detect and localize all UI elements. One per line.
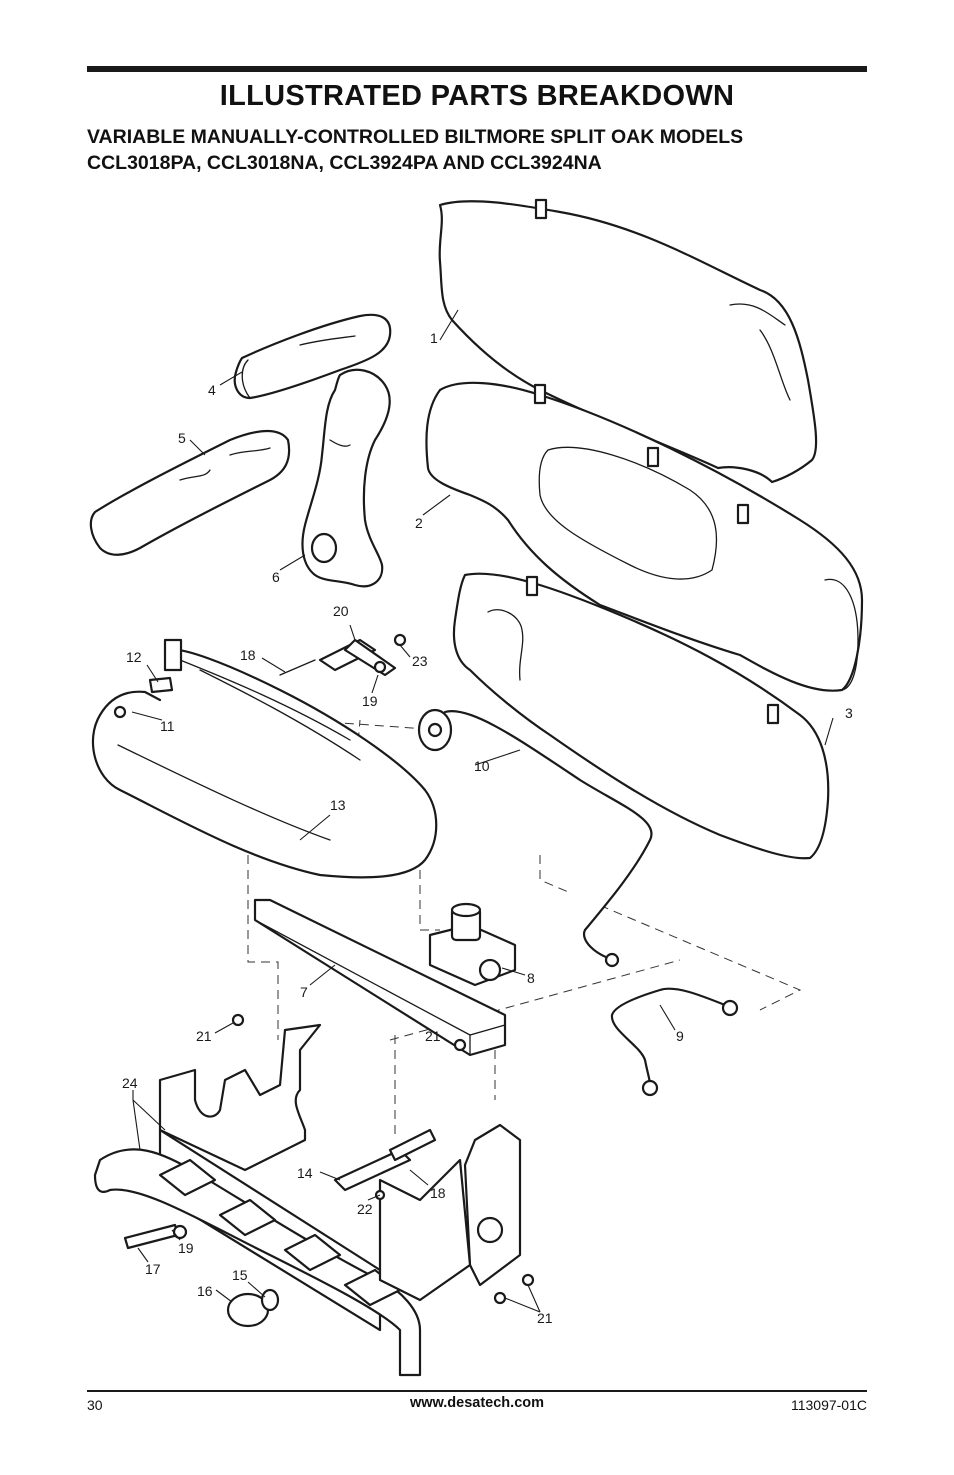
callout-1: 1 — [430, 330, 438, 346]
callout-4: 4 — [208, 382, 216, 398]
callout-2: 2 — [415, 515, 423, 531]
pilot-tube — [610, 987, 739, 1097]
callout-22: 22 — [357, 1201, 373, 1217]
callout-23: 23 — [412, 653, 428, 669]
callout-10: 10 — [474, 758, 490, 774]
pilot-assembly — [279, 633, 407, 677]
model-subtitle: VARIABLE MANUALLY-CONTROLLED BILTMORE SP… — [87, 124, 867, 176]
callout-18-top: 18 — [240, 647, 256, 663]
document-number: 113097-01C — [790, 1397, 867, 1413]
burner-pan — [253, 898, 507, 1057]
small-top-log — [233, 313, 392, 400]
callout-21-middle: 21 — [425, 1028, 441, 1044]
subtitle-line-1: VARIABLE MANUALLY-CONTROLLED BILTMORE SP… — [87, 126, 744, 148]
thermocouple-assembly — [123, 1128, 437, 1250]
left-log — [89, 430, 291, 556]
callout-11: 11 — [160, 718, 175, 734]
callout-16: 16 — [197, 1283, 213, 1299]
callout-15: 15 — [232, 1267, 248, 1283]
callout-9: 9 — [676, 1028, 684, 1044]
burner-tube — [91, 638, 438, 879]
callout-17: 17 — [145, 1261, 161, 1277]
callout-6: 6 — [272, 569, 280, 585]
callout-8: 8 — [527, 970, 535, 986]
gas-supply-tube — [417, 708, 653, 968]
callout-18-bottom: 18 — [430, 1185, 446, 1201]
callout-21-right: 21 — [537, 1310, 553, 1326]
left-support-bracket — [158, 1023, 322, 1172]
control-knob-assembly — [226, 1288, 280, 1328]
callout-14: 14 — [297, 1165, 313, 1181]
callout-13: 13 — [330, 797, 346, 813]
callout-3: 3 — [845, 705, 853, 721]
branch-log — [301, 368, 391, 588]
callout-20: 20 — [333, 603, 349, 619]
page-title: ILLUSTRATED PARTS BREAKDOWN — [219, 80, 735, 112]
callout-labels: 1 2 3 4 5 6 7 8 9 10 11 12 13 14 15 16 1… — [122, 330, 853, 1326]
callout-21-left: 21 — [196, 1028, 212, 1044]
callout-leaders — [131, 309, 834, 1313]
page-number: 30 — [87, 1397, 103, 1413]
callout-19-bottom: 19 — [178, 1240, 194, 1256]
log-grate — [93, 1128, 422, 1377]
subtitle-line-2: CCL3018PA, CCL3018NA, CCL3924PA AND CCL3… — [87, 152, 602, 174]
website-link[interactable]: www.desatech.com — [409, 1395, 545, 1411]
callout-19-top: 19 — [362, 693, 378, 709]
header-rule — [87, 66, 867, 72]
callout-5: 5 — [178, 430, 186, 446]
gas-regulator-valve — [428, 902, 517, 987]
callout-12: 12 — [126, 649, 142, 665]
right-support-bracket — [378, 1123, 522, 1302]
callout-24: 24 — [122, 1075, 138, 1091]
callout-7: 7 — [300, 984, 308, 1000]
front-log — [452, 572, 830, 860]
footer-rule — [87, 1390, 867, 1392]
middle-log — [425, 381, 864, 692]
